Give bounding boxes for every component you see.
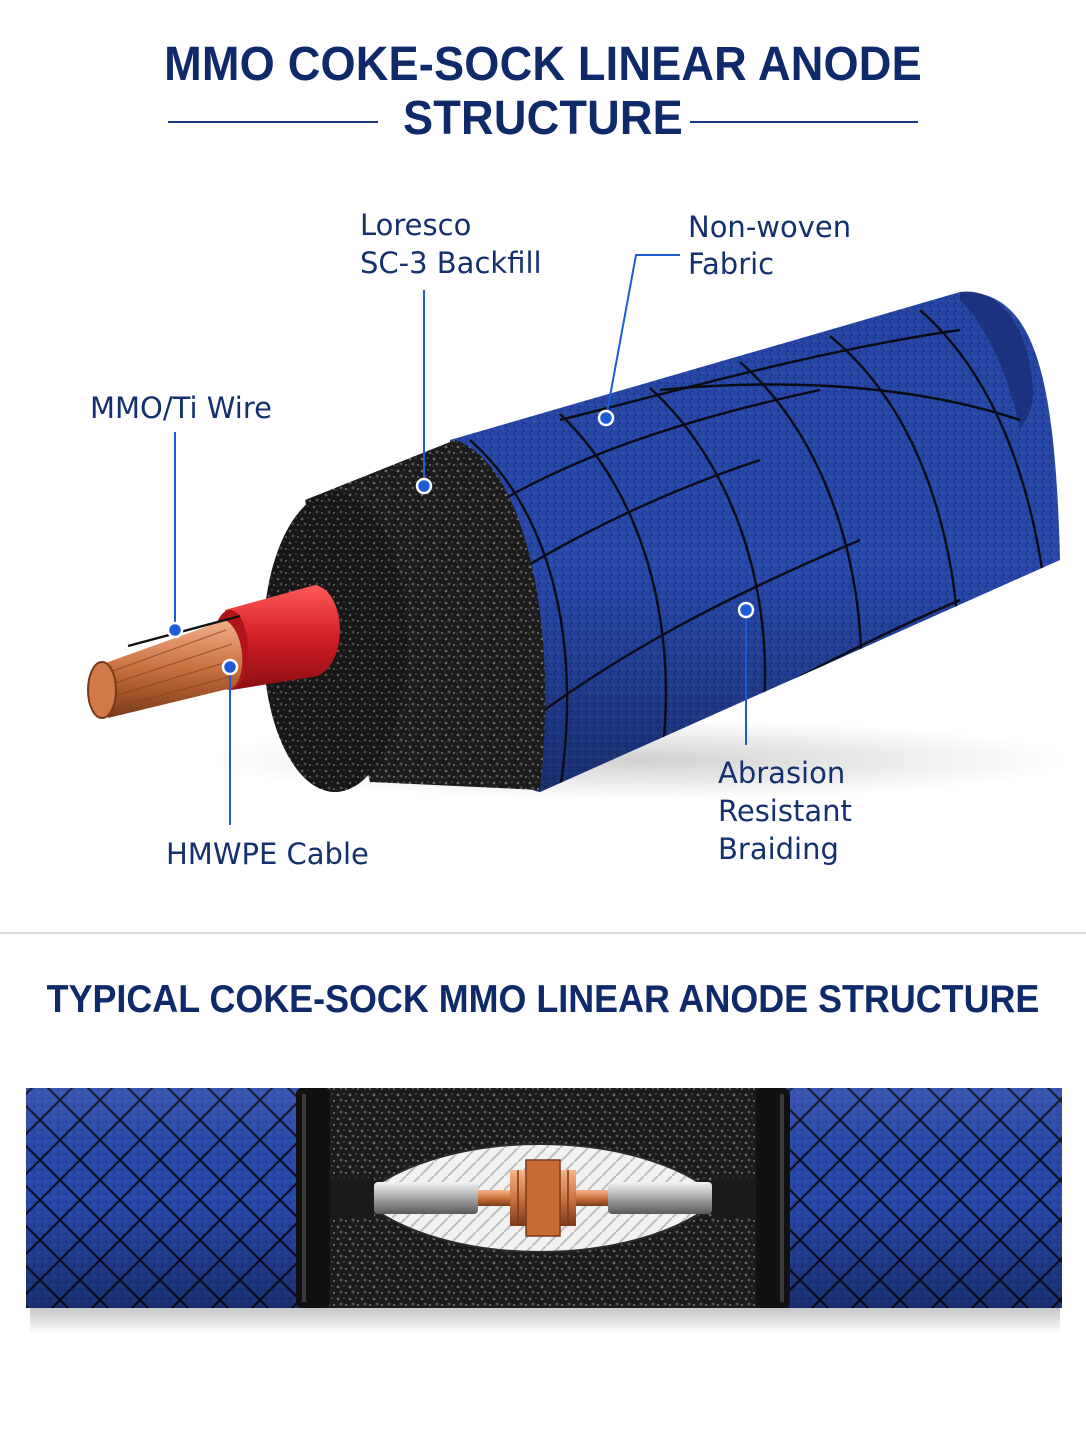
dot-braiding [737, 601, 755, 619]
section-divider [0, 932, 1086, 934]
anode-cutaway-illustration [87, 254, 1070, 825]
label-braiding-line-1: Abrasion [718, 756, 846, 790]
dot-backfill [415, 477, 433, 495]
label-hmwpe-cable: HMWPE Cable [166, 837, 369, 871]
page-title-line-1: MMO COKE-SOCK LINEAR ANODE [164, 38, 922, 91]
title-rule-right [690, 121, 918, 123]
braided-sleeve-left [26, 1088, 316, 1308]
mmo-ti-wire [127, 614, 241, 648]
dot-mmo-ti-wire [166, 621, 184, 639]
leader-fabric [605, 254, 680, 419]
inner-cavity [358, 1143, 722, 1253]
label-fabric-line-2: Fabric [688, 247, 775, 281]
copper-conductor [87, 620, 243, 719]
label-mmo-ti-wire: MMO/Ti Wire [90, 391, 272, 425]
page-title-line-2: STRUCTURE [403, 92, 683, 145]
label-backfill-line-2: SC-3 Backfill [360, 246, 542, 280]
braided-sleeve-right [770, 1088, 1062, 1308]
dot-fabric [597, 409, 615, 427]
label-braiding-line-2: Resistant [718, 794, 852, 828]
label-braiding-line-3: Braiding [718, 832, 839, 866]
title-rule-left [168, 121, 378, 123]
dot-hmwpe-cable [221, 658, 239, 676]
cable-left [330, 1178, 374, 1218]
ferrule-right [608, 1182, 712, 1214]
label-backfill-line-1: Loresco [360, 208, 472, 242]
coke-backfill-section [296, 1088, 790, 1308]
section-title: TYPICAL COKE-SOCK MMO LINEAR ANODE STRUC… [46, 978, 1040, 1021]
copper-splice-connector [478, 1159, 608, 1237]
label-fabric-line-1: Non-woven [688, 210, 852, 244]
ferrule-left [374, 1182, 478, 1214]
cable-right [712, 1178, 756, 1218]
floor-shadow [30, 1308, 1060, 1334]
